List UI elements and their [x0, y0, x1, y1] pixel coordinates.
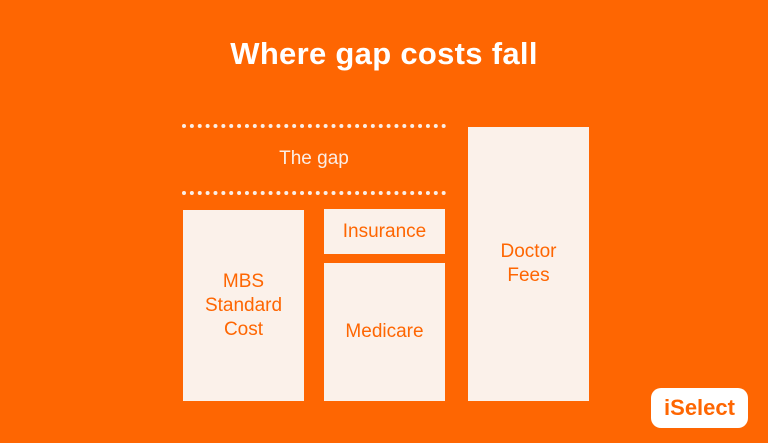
mbs-label-line-1: MBS	[222, 270, 265, 292]
gap-top-dotted-line	[182, 124, 446, 128]
mbs-label-line-3: Cost	[223, 318, 264, 340]
mbs-label-line-2: Standard	[204, 294, 283, 316]
medicare-box: Medicare	[324, 263, 445, 401]
insurance-label: Insurance	[342, 220, 427, 242]
gap-bottom-dotted-line	[182, 191, 446, 195]
insurance-box: Insurance	[324, 209, 445, 254]
medicare-label: Medicare	[345, 321, 424, 342]
doctor-fees-box: Doctor Fees	[468, 127, 589, 401]
gap-label: The gap	[279, 148, 349, 169]
doctor-label-line-1: Doctor	[500, 241, 557, 262]
doctor-label-line-2: Fees	[507, 265, 550, 286]
iselect-logo: iSelect	[651, 388, 748, 428]
diagram-title: Where gap costs fall	[230, 36, 538, 71]
mbs-standard-cost-box: MBS Standard Cost	[183, 210, 304, 401]
